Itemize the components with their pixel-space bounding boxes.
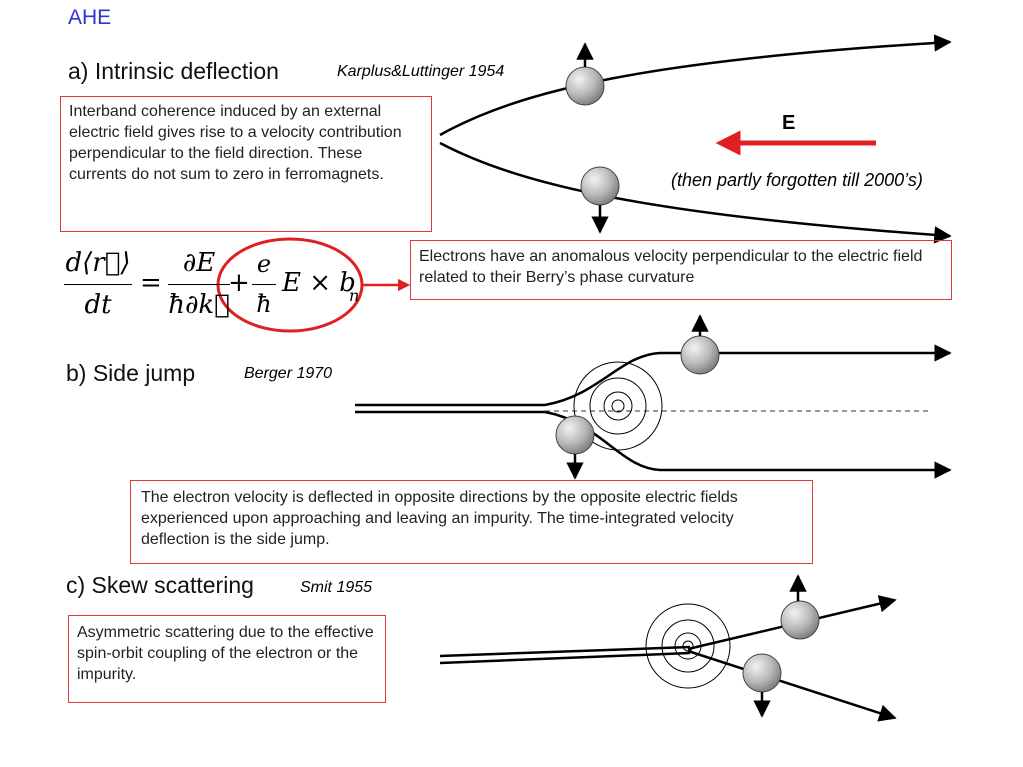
impurity-ring-2	[589, 377, 647, 435]
skew-ring-1	[645, 603, 731, 689]
electron-ball-up	[565, 66, 605, 106]
formula-term2-numerator: e	[256, 250, 272, 278]
slide-title: AHE	[68, 6, 112, 29]
side-jump-ball-down	[555, 415, 595, 455]
section-b-description: The electron velocity is deflected in op…	[130, 480, 813, 564]
section-c-title: c) Skew scattering	[66, 572, 254, 598]
impurity-ring-4	[611, 399, 625, 413]
impurity-ring-3	[603, 391, 633, 421]
formula-term1-bar	[168, 284, 230, 285]
formula-term2-tail: E × b	[282, 268, 356, 298]
formula-lhs-denominator: dt	[84, 290, 112, 320]
field-label: E	[782, 112, 796, 134]
side-jump-diagram	[355, 314, 952, 480]
formula-term1-denominator: ħ∂k⃗	[168, 290, 230, 320]
skew-incoming-bottom	[439, 651, 691, 665]
formula-subscript: n	[349, 286, 360, 305]
skew-scattering-diagram	[439, 574, 897, 722]
section-c-citation: Smit 1955	[300, 579, 373, 596]
side-jump-ball-up	[680, 335, 720, 375]
formula-plus: +	[228, 268, 250, 298]
formula-term1-numerator: ∂E	[182, 248, 216, 278]
section-b-title: b) Side jump	[66, 360, 196, 386]
intrinsic-trajectories	[439, 34, 952, 244]
side-jump-upper-path	[544, 344, 952, 407]
skew-ball-up	[780, 600, 820, 640]
skew-ring-2	[661, 619, 715, 673]
section-b-citation: Berger 1970	[244, 365, 333, 382]
section-c-description: Asymmetric scattering due to the effecti…	[68, 615, 386, 703]
formula-lhs-numerator: d⟨r⃗⟩	[65, 248, 131, 278]
section-a-description: Interband coherence induced by an extern…	[60, 96, 432, 232]
berry-phase-note: Electrons have an anomalous velocity per…	[410, 240, 952, 300]
impurity-ring-1	[573, 361, 663, 451]
formula-equals: =	[140, 268, 162, 298]
formula-term2-denominator: ħ	[256, 290, 272, 318]
skew-ball-down	[742, 653, 782, 693]
side-jump-lower-path	[544, 410, 952, 479]
upper-trajectory	[439, 34, 952, 137]
electron-ball-down	[580, 166, 620, 206]
formula-term2-bar	[252, 284, 276, 285]
forgotten-note: (then partly forgotten till 2000’s)	[671, 170, 923, 190]
skew-incoming-top	[439, 645, 691, 658]
section-a-citation: Karplus&Luttinger 1954	[337, 63, 505, 80]
velocity-formula: d⟨r⃗⟩ dt = ∂E ħ∂k⃗ + e ħ E × b n	[62, 248, 362, 328]
formula-lhs-bar	[64, 284, 132, 285]
section-a-title: a) Intrinsic deflection	[68, 58, 279, 84]
skew-outgoing-down	[687, 649, 897, 722]
